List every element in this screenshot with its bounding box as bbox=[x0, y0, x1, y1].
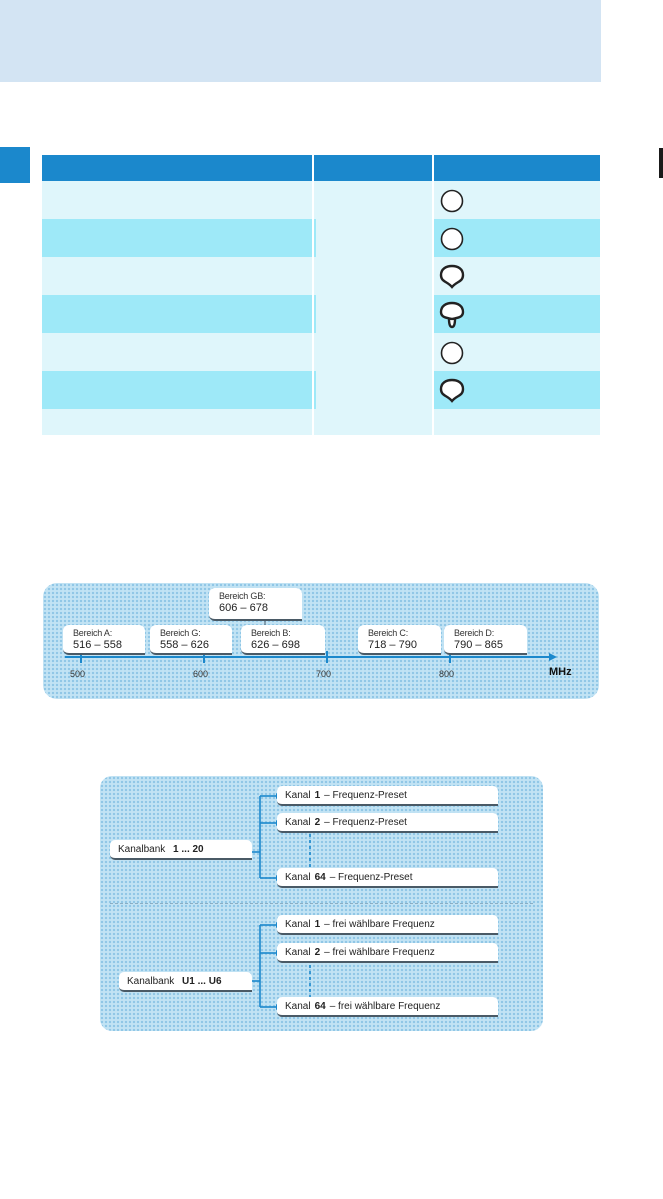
range-box-a: Bereich A: 516 – 558 bbox=[63, 625, 145, 655]
range-span: 558 – 626 bbox=[160, 639, 209, 651]
range-box-g: Bereich G: 558 – 626 bbox=[150, 625, 232, 655]
range-box-c: Bereich C: 718 – 790 bbox=[358, 625, 441, 655]
channel-bank-user: Kanalbank U1 ... U6 bbox=[119, 972, 252, 992]
range-name: Bereich C: bbox=[368, 628, 409, 638]
bank-range: U1 ... U6 bbox=[182, 976, 222, 987]
range-span: 790 – 865 bbox=[454, 639, 503, 651]
range-box-gb: Bereich GB: 606 – 678 bbox=[209, 588, 302, 621]
range-span: 606 – 678 bbox=[219, 602, 268, 614]
table-merged-cell bbox=[316, 181, 434, 409]
frequency-range-diagram: Bereich GB: 606 – 678 Bereich A: 516 – 5… bbox=[43, 583, 599, 699]
range-span: 626 – 698 bbox=[251, 639, 300, 651]
table-header-col-1 bbox=[42, 155, 314, 181]
omni-pattern-icon bbox=[440, 227, 464, 251]
axis-unit-label: MHz bbox=[549, 666, 572, 678]
table-row bbox=[42, 409, 600, 435]
range-span: 516 – 558 bbox=[73, 639, 122, 651]
bank-divider bbox=[110, 903, 533, 904]
table-header bbox=[42, 155, 600, 181]
bank-label: Kanalbank bbox=[118, 844, 166, 855]
range-box-b: Bereich B: 626 – 698 bbox=[241, 625, 325, 655]
axis-tick-label: 800 bbox=[439, 669, 455, 679]
range-span: 718 – 790 bbox=[368, 639, 417, 651]
table-header-col-3 bbox=[434, 155, 600, 181]
channel-bank-fixed: Kanalbank 1 ... 20 bbox=[110, 840, 252, 860]
cardioid-pattern-icon bbox=[439, 264, 465, 289]
range-box-d: Bereich D: 790 – 865 bbox=[444, 625, 527, 655]
range-name: Bereich D: bbox=[454, 628, 495, 638]
cardioid-pattern-icon bbox=[439, 378, 465, 403]
microphone-pattern-table bbox=[42, 155, 600, 435]
supercardioid-pattern-icon bbox=[439, 301, 465, 329]
range-name: Bereich B: bbox=[251, 628, 291, 638]
bank-label: Kanalbank bbox=[127, 976, 175, 987]
range-name: Bereich GB: bbox=[219, 591, 266, 601]
axis-tick-label: 600 bbox=[193, 669, 209, 679]
axis-tick-label: 500 bbox=[70, 669, 86, 679]
omni-pattern-icon bbox=[440, 189, 464, 213]
header-band bbox=[0, 0, 601, 82]
axis-tick-label: 700 bbox=[316, 669, 332, 679]
omni-pattern-icon bbox=[440, 341, 464, 365]
table-header-col-2 bbox=[314, 155, 434, 181]
bank-range: 1 ... 20 bbox=[173, 844, 204, 855]
page-edge-marker bbox=[659, 148, 663, 178]
range-name: Bereich A: bbox=[73, 628, 113, 638]
section-tab-marker bbox=[0, 147, 30, 183]
range-name: Bereich G: bbox=[160, 628, 201, 638]
